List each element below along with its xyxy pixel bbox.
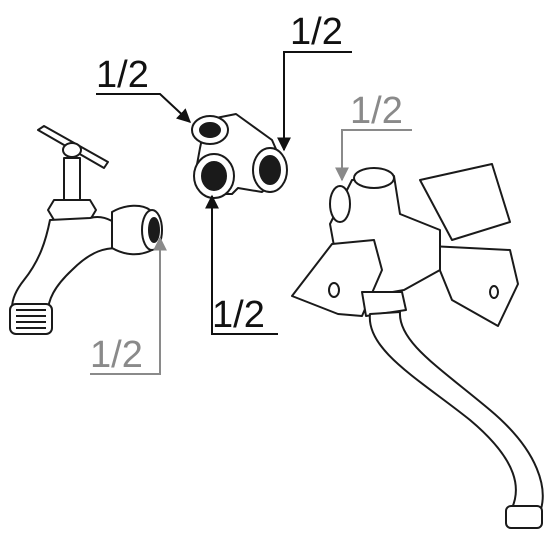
label-tee-right-outlet: 1/2 [290,11,343,53]
tap-handle-hub [62,142,82,158]
leader-tee-right [277,51,352,152]
leader-tee-inlet [96,93,192,123]
label-tee-bottom-outlet: 1/2 [212,294,265,336]
tap-hex-nut [47,199,97,221]
leader-bib-inlet [90,236,167,375]
mixer-right-handle [419,163,511,241]
label-mixer-inlet: 1/2 [350,90,403,132]
mixer-left-lever [291,239,383,317]
leader-tee-bottom [205,194,278,335]
label-tee-inlet: 1/2 [96,54,149,96]
bib-tap [9,125,163,335]
tap-spout-thread [9,303,53,335]
tee-fitting [191,113,288,199]
mixer-spout-tip [505,505,543,529]
tap-spindle [63,157,81,203]
mixer-top-stub [353,167,395,189]
mixer-right-lever [429,245,519,327]
mixer-spout [368,311,544,513]
leader-mixer-inlet [335,129,412,182]
mixer-inlet-thread [329,185,351,223]
wall-mixer [291,163,544,529]
label-bib-tap-inlet: 1/2 [90,334,143,376]
mixer-spout-collar [361,291,407,317]
